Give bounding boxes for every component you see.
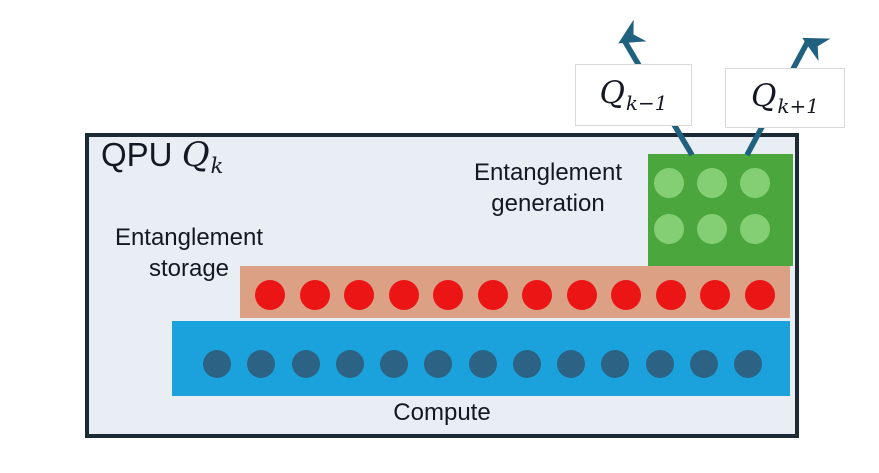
qubit-dot <box>645 350 674 378</box>
qpu-symbol: Q <box>181 135 210 175</box>
qubit-dot <box>380 350 408 378</box>
entanglement-storage-bar <box>240 266 790 318</box>
qubit-dot <box>255 280 285 310</box>
entanglement-storage-label: Entanglement storage <box>114 224 264 282</box>
qubit-dot <box>468 350 497 378</box>
qubit-dot <box>203 350 231 378</box>
qubit-dot <box>299 280 330 310</box>
qpu-title: QPU Qk <box>101 135 223 178</box>
qubit-dot <box>655 280 686 310</box>
qubit-dot <box>433 280 464 310</box>
qubit-dot <box>700 280 731 310</box>
qubit-dot <box>566 280 597 310</box>
qubit-dot <box>611 280 642 310</box>
qubit-dot <box>424 350 453 378</box>
qubit-dot <box>697 214 727 244</box>
qubit-dot <box>335 350 364 378</box>
qubit-dot <box>740 214 770 244</box>
qubit-dot <box>522 280 553 310</box>
entanglement-generation-label: Entanglement generation <box>473 159 623 217</box>
qubit-dot <box>697 168 727 198</box>
qpu-box: QPU Qk Entanglement generation Entanglem… <box>85 133 799 438</box>
qubit-dot <box>689 350 718 378</box>
qpu-title-prefix: QPU <box>101 136 173 173</box>
qubit-dot <box>744 280 775 310</box>
qubit-dot <box>740 168 770 198</box>
qubit-dot <box>601 350 630 378</box>
qpu-subscript: k <box>210 154 224 178</box>
qubit-dot <box>477 280 508 310</box>
qubit-dot <box>734 350 762 378</box>
qubit-dot <box>344 280 375 310</box>
entanglement-generation-block <box>648 154 793 266</box>
qubit-dot <box>654 168 684 198</box>
neighbor-qpu-left-label: Qk−1 <box>575 64 692 126</box>
qubit-dot <box>557 350 585 378</box>
qubit-dot <box>247 350 276 378</box>
compute-bar <box>172 321 790 396</box>
qubit-dot <box>512 350 541 378</box>
neighbor-qpu-right-label: Qk+1 <box>725 68 845 128</box>
qubit-dot <box>388 280 419 310</box>
qubit-dot <box>654 214 684 244</box>
qubit-dot <box>291 350 320 378</box>
compute-label: Compute <box>393 399 491 426</box>
